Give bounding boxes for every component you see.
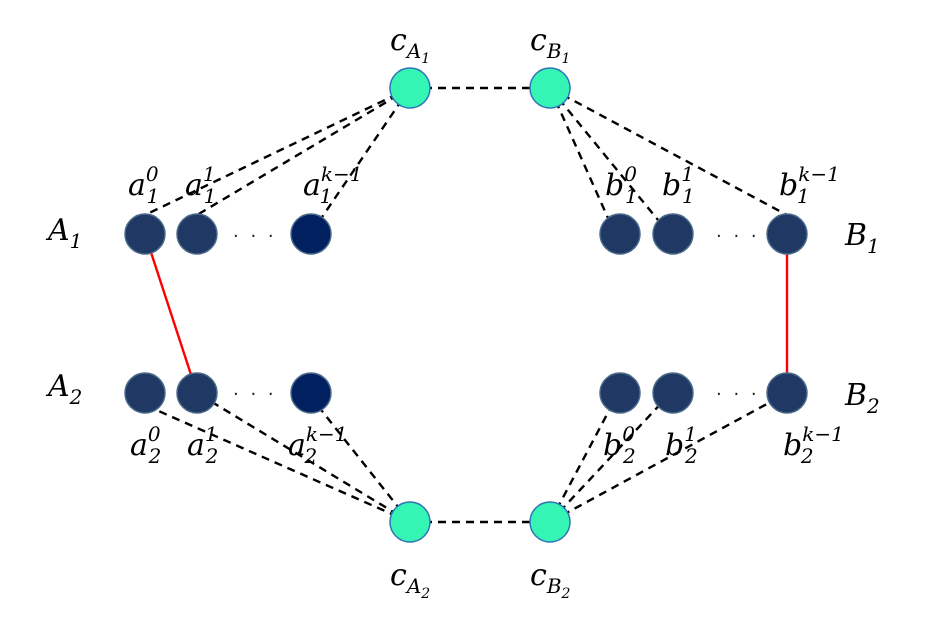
node-cA1: [389, 67, 431, 109]
label-cB2: cB2: [530, 558, 571, 602]
node-a2-0: [124, 372, 166, 414]
edge-cB2-b2-k: [549, 391, 788, 524]
node-a2-k: [290, 372, 332, 414]
node-cB1: [529, 67, 571, 109]
node-cA2: [389, 501, 431, 543]
ellipsis-b1: · · ·: [716, 226, 760, 247]
node-b1-0: [599, 213, 641, 255]
node-cB2: [529, 501, 571, 543]
edge-cA1-a1-0: [144, 86, 411, 217]
node-a1-k: [290, 213, 332, 255]
node-b1-k: [766, 213, 808, 255]
node-a2-1: [176, 372, 218, 414]
label-cB1: cB1: [530, 23, 570, 67]
label-B2: B2: [844, 378, 880, 418]
red-edge-a1-0-a2-1: [143, 233, 199, 394]
label-cA2: cA2: [390, 558, 430, 602]
node-b2-0: [599, 372, 641, 414]
label-B1: B1: [844, 218, 880, 258]
edge-cB2-b2-1: [549, 395, 669, 523]
edge-cB1-b1-k: [549, 86, 788, 217]
node-b1-1: [652, 213, 694, 255]
edge-cA2-a2-0: [144, 403, 411, 524]
node-b2-k: [766, 372, 808, 414]
label-A2: A2: [45, 369, 82, 409]
ellipsis-b2: · · ·: [716, 384, 760, 405]
node-b2-1: [652, 372, 694, 414]
ellipsis-a2: · · ·: [233, 384, 277, 405]
edge-cB1-b1-0: [548, 87, 610, 219]
label-A1: A1: [45, 213, 82, 253]
ellipsis-a1: · · ·: [233, 226, 277, 247]
edge-cA2-a2-k: [317, 405, 411, 523]
label-cA1: cA1: [390, 23, 430, 67]
edge-cB1-b1-1: [549, 87, 659, 221]
node-a1-1: [176, 213, 218, 255]
node-a1-0: [124, 213, 166, 255]
